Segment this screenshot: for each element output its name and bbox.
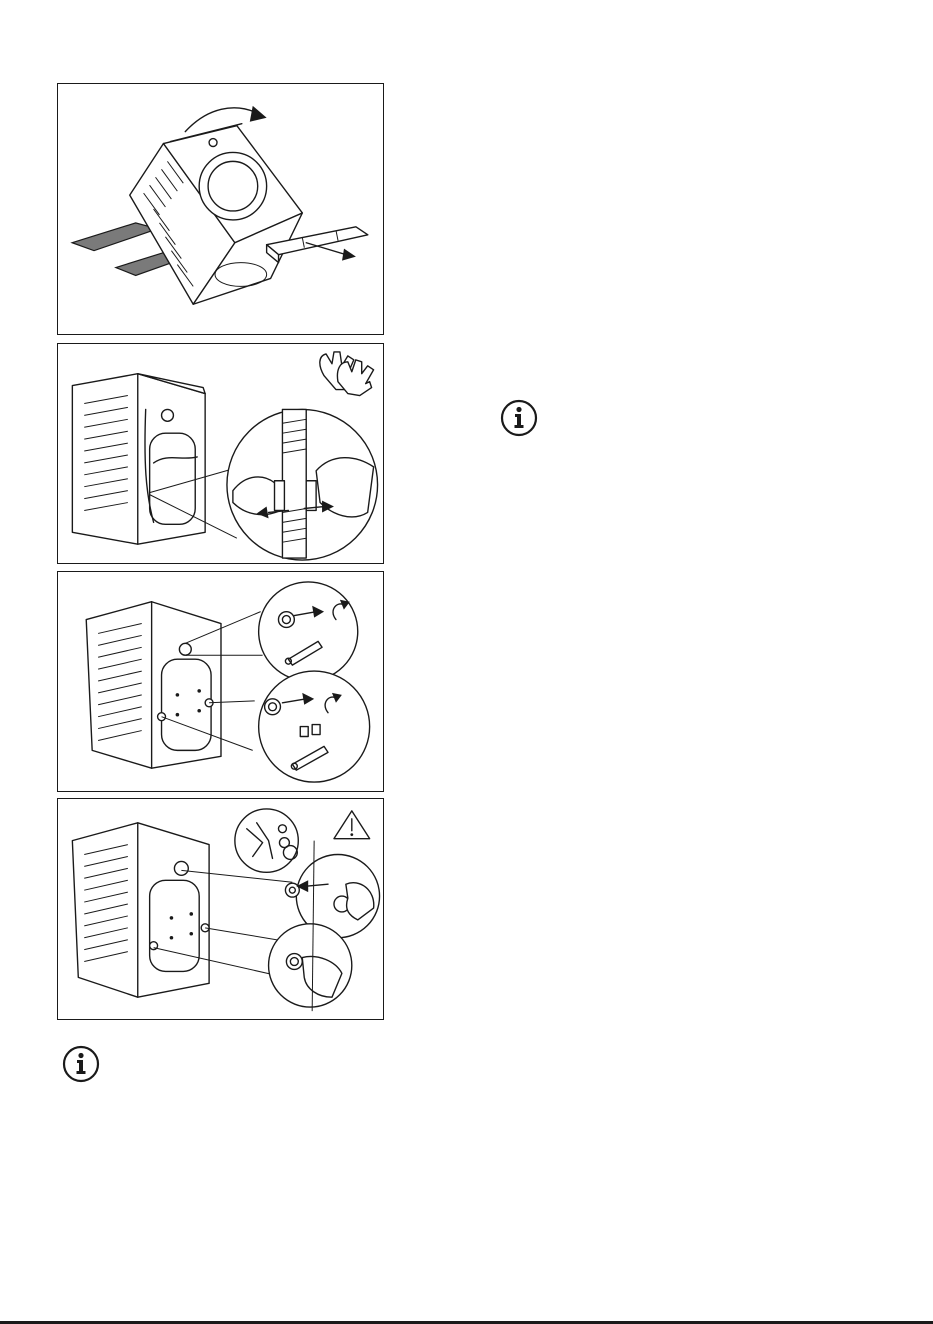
figure-remove-transit-bolts xyxy=(57,571,384,792)
zoom-hose-clamp-icon xyxy=(227,409,378,560)
washing-machine-tilted-icon xyxy=(130,124,303,305)
zoom-pliers-icon xyxy=(235,809,298,872)
warning-triangle-icon xyxy=(334,811,370,839)
figure-insert-plastic-caps xyxy=(57,798,384,1020)
washing-machine-rear-icon xyxy=(72,374,205,544)
info-icon xyxy=(500,399,538,437)
zoom-upper-bolt-icon xyxy=(259,582,358,681)
washing-machine-rear-icon xyxy=(86,602,221,768)
zoom-lower-bolt-icon xyxy=(259,671,370,782)
transit-bolts-illustration xyxy=(58,572,383,791)
figure-remove-hose-clamp xyxy=(57,343,384,564)
figure-tilt-machine xyxy=(57,83,384,335)
plastic-caps-illustration xyxy=(58,799,383,1019)
info-icon xyxy=(62,1045,100,1083)
washing-machine-rear-icon xyxy=(72,823,209,997)
gloves-icon xyxy=(320,352,374,396)
tilt-machine-illustration xyxy=(58,84,383,334)
hose-clamp-illustration xyxy=(58,344,383,563)
